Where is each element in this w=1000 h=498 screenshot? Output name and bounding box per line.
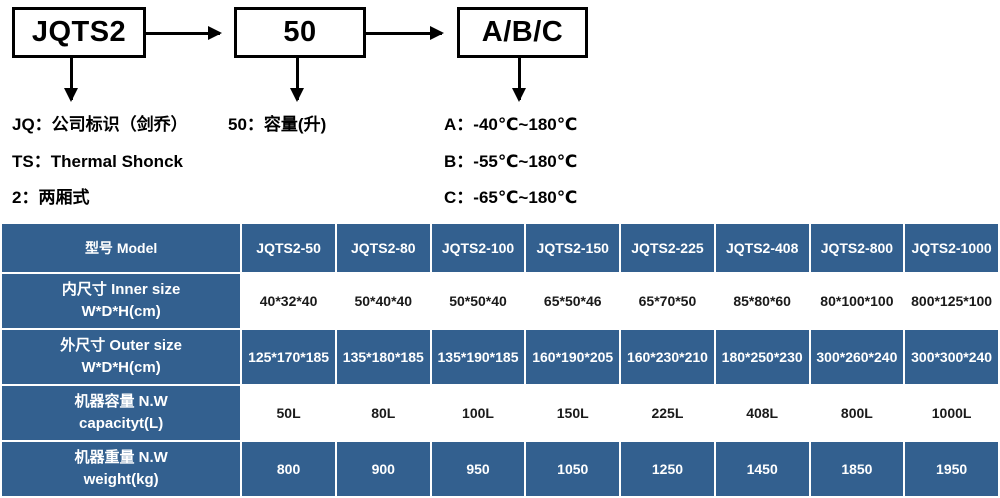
cell-outer-size-3: 135*190*185 xyxy=(431,330,525,384)
legend-grade-b: B：-55℃~180℃ xyxy=(444,152,578,171)
table-header-model-label: 型号 Model xyxy=(2,224,241,272)
cell-weight-7: 1850 xyxy=(810,442,904,496)
arrow-down-icon-capacity xyxy=(290,58,304,102)
table-header-model-3: JQTS2-100 xyxy=(431,224,525,272)
arrow-down-icon-model xyxy=(64,58,78,102)
cell-outer-size-1: 125*170*185 xyxy=(242,330,335,384)
row-label-line2: capacityt(L) xyxy=(79,415,164,432)
cell-outer-size-5: 160*230*210 xyxy=(621,330,714,384)
diagram-box-capacity: 50 xyxy=(234,7,366,58)
cell-weight-6: 1450 xyxy=(715,442,809,496)
cell-inner-size-5: 65*70*50 xyxy=(621,274,714,328)
cell-inner-size-2: 50*40*40 xyxy=(336,274,430,328)
cell-capacity-2: 80L xyxy=(336,386,430,440)
cell-capacity-8: 1000L xyxy=(905,386,998,440)
row-label-line2: W*D*H(cm) xyxy=(81,359,161,376)
cell-outer-size-2: 135*180*185 xyxy=(336,330,430,384)
row-label-line1: 外尺寸 Outer size xyxy=(60,337,182,355)
diagram-box-model-prefix-label: JQTS2 xyxy=(31,16,127,48)
cell-capacity-6: 408L xyxy=(715,386,809,440)
row-label-line1: 内尺寸 Inner size xyxy=(61,281,181,299)
diagram-box-temp-grade: A/B/C xyxy=(457,7,588,58)
row-label-line1: 机器重量 N.W xyxy=(74,449,168,467)
arrow-right-icon-model-to-capacity xyxy=(146,26,222,40)
cell-weight-3: 950 xyxy=(431,442,525,496)
cell-inner-size-1: 40*32*40 xyxy=(242,274,335,328)
legend-jq: JQ：公司标识（剑乔） xyxy=(12,115,188,134)
legend-capacity: 50：容量(升) xyxy=(228,115,327,134)
cell-capacity-1: 50L xyxy=(242,386,335,440)
legend-grade-c: C：-65℃~180℃ xyxy=(444,188,578,207)
diagram-box-temp-grade-label: A/B/C xyxy=(481,16,564,48)
row-label-capacity: 机器容量 N.W capacityt(L) xyxy=(2,386,241,440)
row-label-line1: 机器容量 N.W xyxy=(74,393,168,411)
legend-ts: TS：Thermal Shonck xyxy=(12,152,183,171)
cell-weight-1: 800 xyxy=(242,442,335,496)
arrow-right-icon-capacity-to-temp xyxy=(366,26,444,40)
table-header-model-6: JQTS2-408 xyxy=(715,224,809,272)
cell-outer-size-6: 180*250*230 xyxy=(715,330,809,384)
cell-outer-size-7: 300*260*240 xyxy=(810,330,904,384)
table-header-model-5: JQTS2-225 xyxy=(621,224,714,272)
row-label-line2: W*D*H(cm) xyxy=(81,303,161,320)
model-code-diagram: JQTS2 50 A/B/C JQ：公司标识（剑乔） TS：Thermal Sh… xyxy=(0,0,1000,215)
cell-capacity-3: 100L xyxy=(431,386,525,440)
arrow-down-icon-temp xyxy=(512,58,526,102)
cell-inner-size-8: 800*125*100 xyxy=(905,274,998,328)
cell-capacity-7: 800L xyxy=(810,386,904,440)
diagram-box-model-prefix: JQTS2 xyxy=(12,7,146,58)
cell-outer-size-8: 300*300*240 xyxy=(905,330,998,384)
cell-capacity-5: 225L xyxy=(621,386,714,440)
row-label-line2: weight(kg) xyxy=(83,471,159,488)
cell-weight-4: 1050 xyxy=(526,442,620,496)
cell-capacity-4: 150L xyxy=(526,386,620,440)
table-header-model-2: JQTS2-80 xyxy=(336,224,430,272)
cell-inner-size-7: 80*100*100 xyxy=(810,274,904,328)
cell-inner-size-4: 65*50*46 xyxy=(526,274,620,328)
cell-inner-size-6: 85*80*60 xyxy=(715,274,809,328)
row-label-weight: 机器重量 N.W weight(kg) xyxy=(2,442,241,496)
cell-inner-size-3: 50*50*40 xyxy=(431,274,525,328)
cell-weight-8: 1950 xyxy=(905,442,998,496)
cell-weight-2: 900 xyxy=(336,442,430,496)
table-header-model-8: JQTS2-1000 xyxy=(905,224,998,272)
cell-outer-size-4: 160*190*205 xyxy=(526,330,620,384)
diagram-box-capacity-label: 50 xyxy=(283,16,317,48)
table-header-model-4: JQTS2-150 xyxy=(526,224,620,272)
legend-two: 2：两厢式 xyxy=(12,188,90,207)
cell-weight-5: 1250 xyxy=(621,442,714,496)
legend-grade-a: A：-40℃~180℃ xyxy=(444,115,578,134)
table-header-model-7: JQTS2-800 xyxy=(810,224,904,272)
table-header-model-1: JQTS2-50 xyxy=(242,224,335,272)
